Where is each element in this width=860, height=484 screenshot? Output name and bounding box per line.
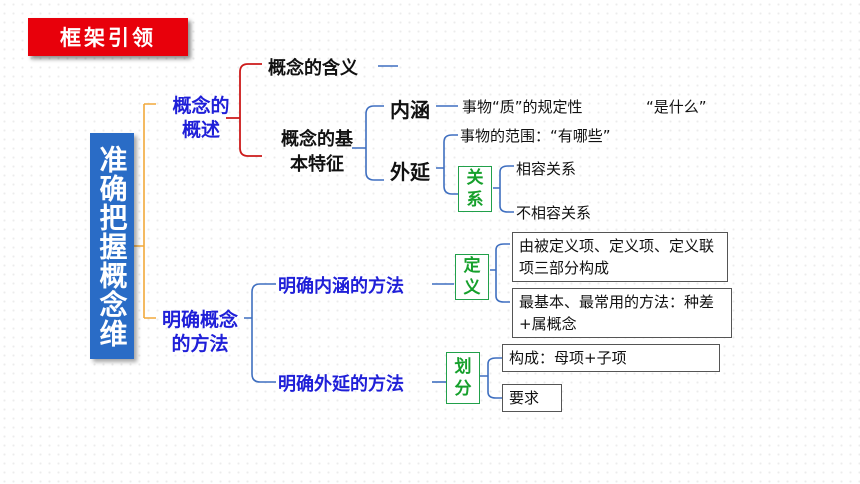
extension-description: 事物的范围：“有哪些”: [460, 127, 611, 145]
node-intension-method: 明确内涵的方法: [278, 276, 404, 297]
node-concept-meaning: 概念的含义: [268, 58, 358, 79]
compatible-relation: 相容关系: [516, 160, 577, 178]
node-extension: 外延: [390, 160, 430, 184]
division-box: 划 分: [446, 352, 480, 404]
section-title-badge: 框架引领: [28, 18, 188, 56]
node-concept-overview: 概念的 概述: [172, 95, 230, 141]
incompatible-relation: 不相容关系: [516, 204, 592, 222]
node-basic-features: 概念的基 本特征: [281, 129, 353, 175]
node-intension: 内涵: [390, 98, 430, 122]
intension-question: “是什么”: [646, 98, 707, 116]
definition-item-structure: 由被定义项、定义项、定义联项三部分构成: [512, 232, 728, 282]
definition-item-method: 最基本、最常用的方法：种差+属概念: [512, 288, 732, 338]
node-extension-method: 明确外延的方法: [278, 374, 404, 395]
node-clarify-methods: 明确概念 的方法: [161, 309, 238, 355]
relation-box: 关 系: [458, 166, 492, 212]
division-item-composition: 构成：母项+子项: [502, 344, 720, 372]
division-item-requirements: 要求: [502, 384, 562, 412]
root-node: 准确把握概念维: [90, 133, 134, 359]
intension-description: 事物“质”的规定性: [462, 98, 583, 116]
definition-box: 定 义: [455, 254, 489, 300]
